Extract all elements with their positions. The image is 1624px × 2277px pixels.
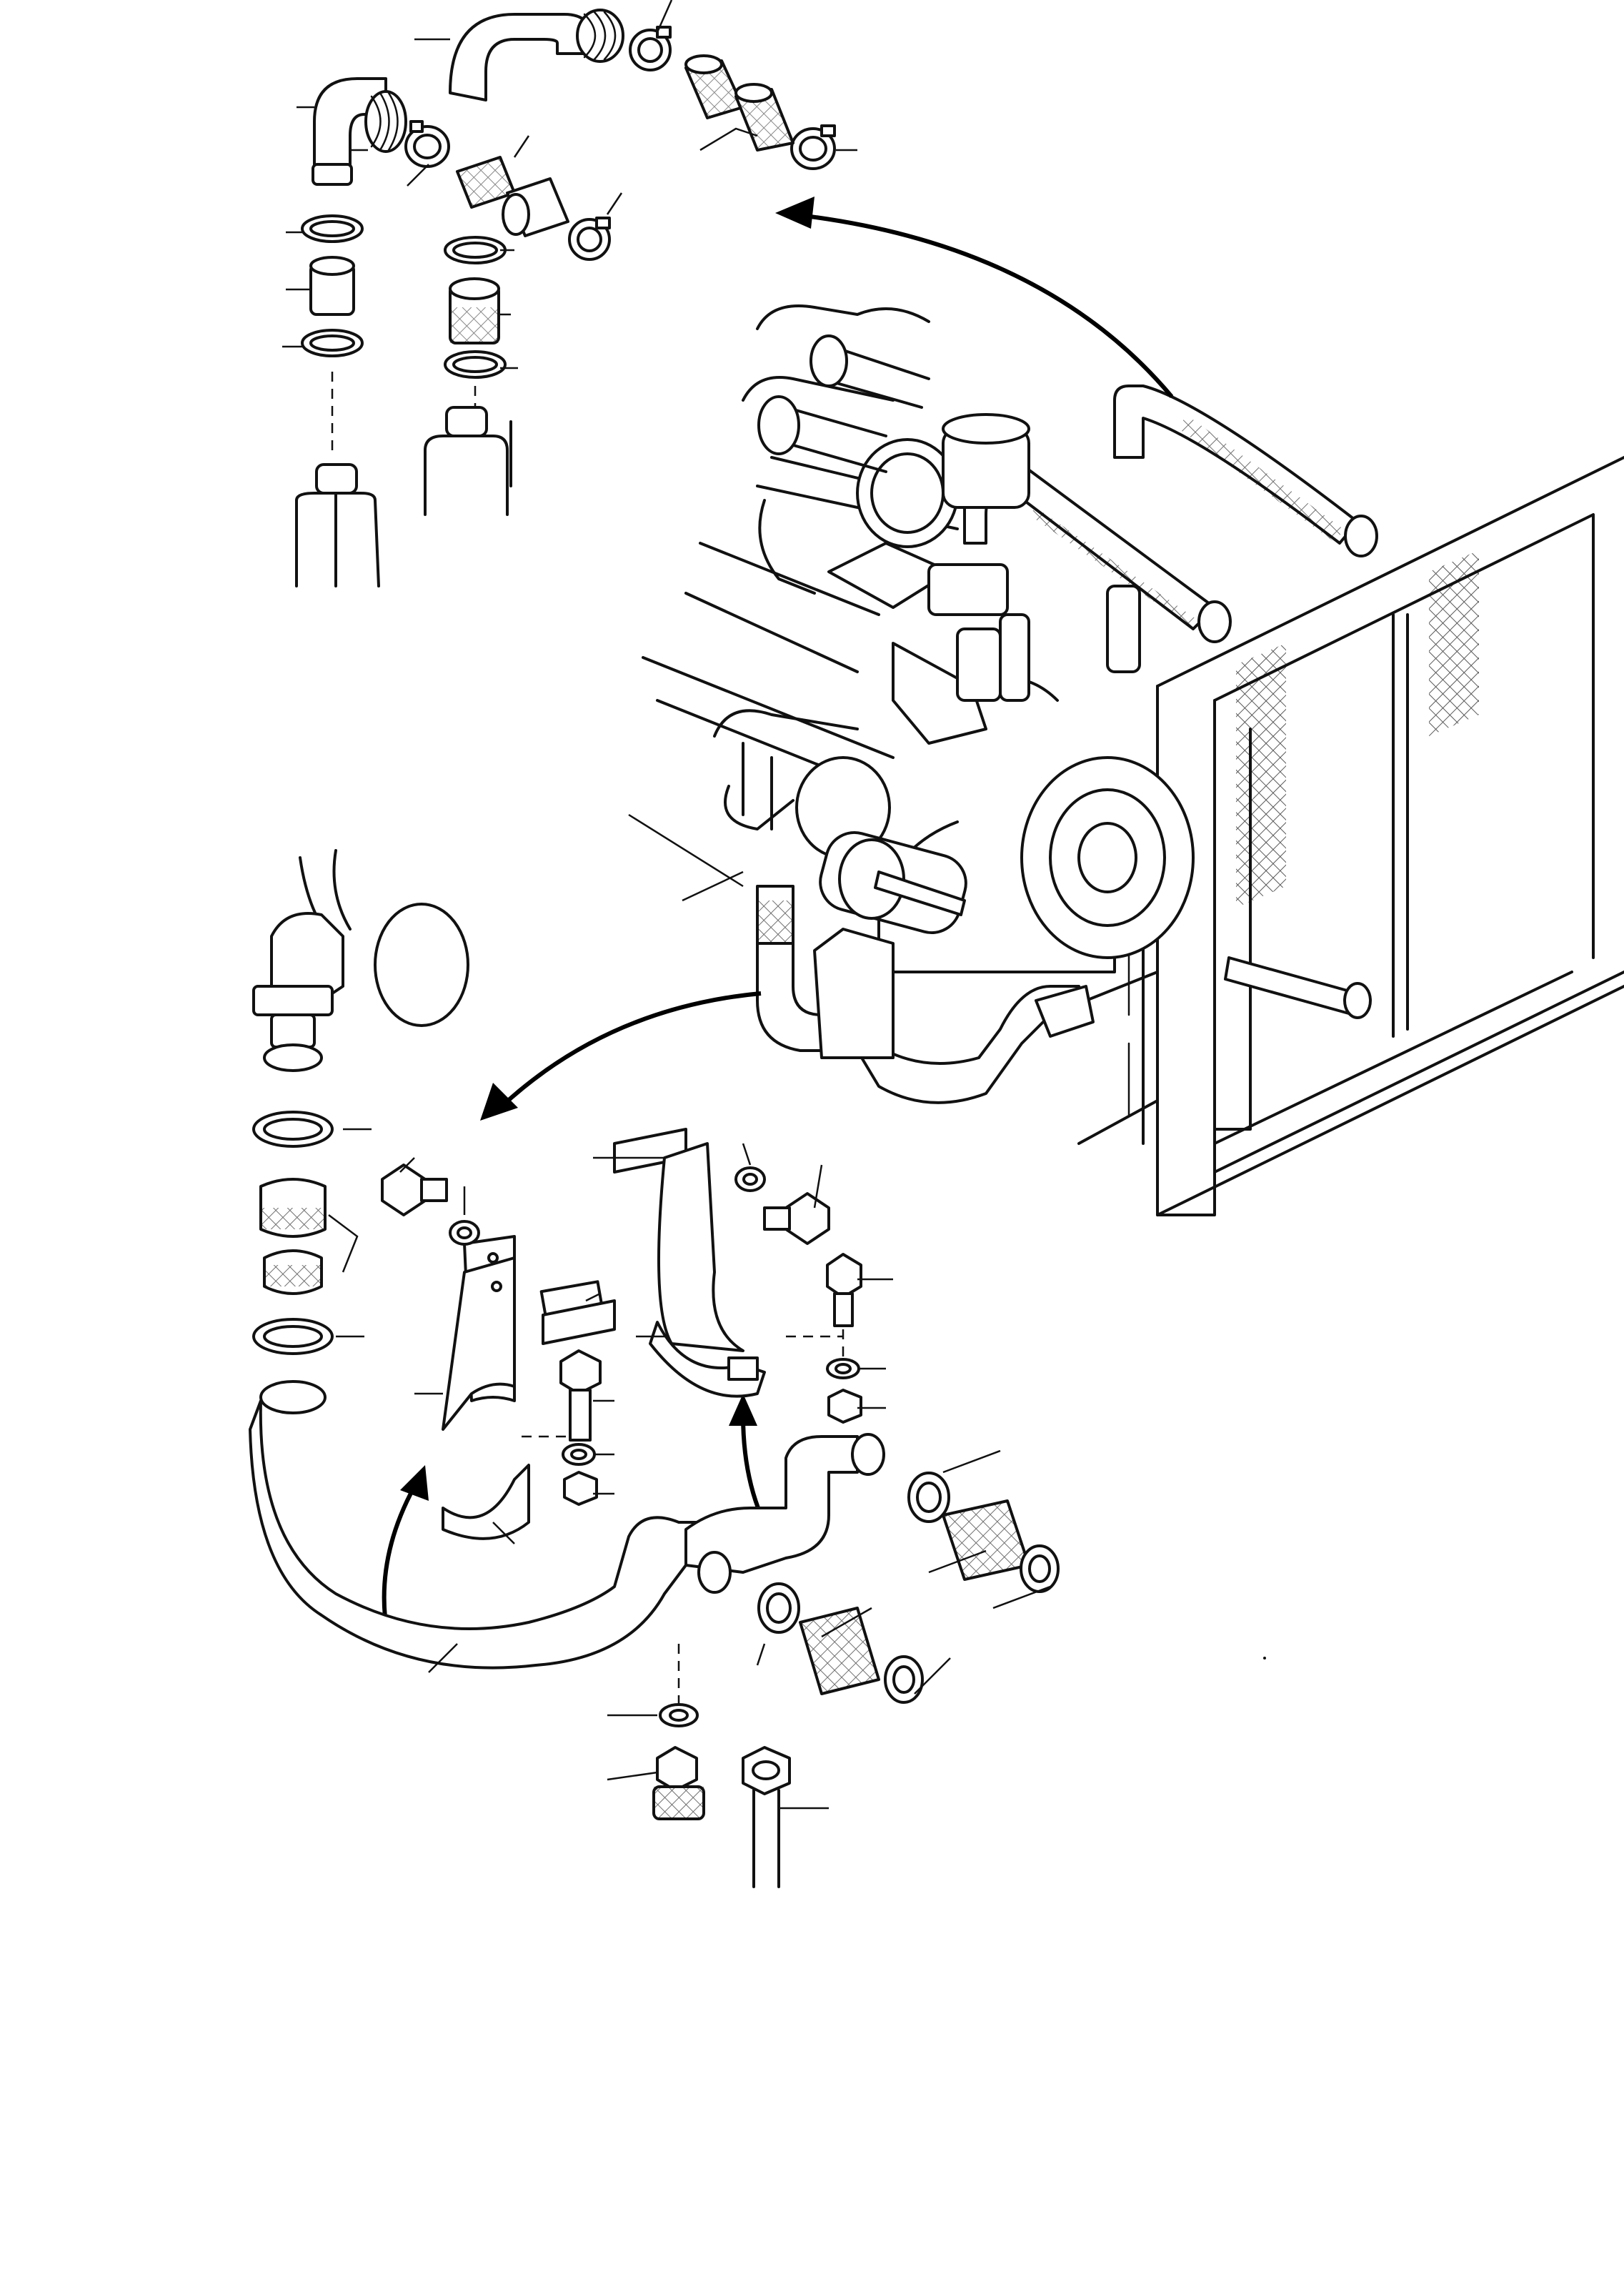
engine-block [642, 304, 1195, 1059]
left-bent-pipe [313, 77, 387, 180]
drain-plug-group [652, 1703, 791, 1888]
left-clamp-stack [301, 214, 364, 457]
hose-clamp-top-1 [404, 120, 450, 168]
bracket-right [613, 1128, 766, 1398]
hose-clamp-top-2 [629, 26, 672, 71]
top-hose-assembly [295, 9, 836, 587]
callout-leader-engine-2 [682, 870, 744, 902]
arrow-to-top-assembly [792, 212, 1174, 398]
corrugated-coupling-1 [364, 90, 407, 153]
arrowhead-bracket-right [729, 1394, 757, 1426]
outlet-stub-left [295, 463, 380, 587]
radiator-frame [1077, 456, 1624, 1216]
corrugated-coupling-2 [576, 9, 624, 63]
engine-lower-pipe [756, 885, 1095, 1104]
bolt-right-mid [826, 1253, 862, 1299]
bracket-left [442, 1235, 616, 1540]
bolt-right-top [784, 1192, 830, 1245]
arrow-to-bottom-assembly [498, 991, 762, 1110]
main-pipe-branch [684, 1435, 859, 1574]
upper-bent-pipe [449, 13, 594, 101]
bolt-left-top [381, 1164, 427, 1216]
bottom-pipe-assembly [249, 849, 1060, 1888]
radiator-hose-lower [1224, 956, 1372, 1019]
arrowhead-top [775, 197, 815, 229]
arrowhead-bottom [480, 1083, 518, 1121]
arrowhead-bracket-left [400, 1465, 429, 1501]
left-pipe-collar [312, 163, 353, 186]
engine-assembly [628, 304, 1624, 1216]
main-u-pipe [249, 1399, 716, 1670]
right-clamp-stack [444, 236, 507, 407]
outlet-stub-right [424, 406, 512, 516]
bolt-center [559, 1349, 602, 1395]
stray-mark [1263, 1657, 1266, 1660]
fasteners [381, 1164, 862, 1506]
arrow-bracket-right [741, 1414, 763, 1517]
mesh-hose-top-3 [456, 156, 516, 209]
hose-clamp-top-3 [790, 124, 836, 170]
direction-arrows [382, 197, 1174, 1644]
left-column-stack [252, 1111, 334, 1414]
top-callout-leaders [282, 0, 857, 369]
radiator-hose-upper [1113, 385, 1378, 557]
callout-leader-engine-1 [628, 813, 744, 888]
mesh-hose-top-1 [684, 54, 744, 119]
bottom-callout-leaders [328, 1128, 1051, 1810]
mesh-hose-top-2 [734, 83, 794, 152]
hose-clamp-top-4 [568, 217, 611, 261]
radiator-hose-middle [963, 463, 1232, 643]
straight-sleeve-top [502, 177, 569, 237]
right-clamp-group [757, 1472, 1060, 1704]
